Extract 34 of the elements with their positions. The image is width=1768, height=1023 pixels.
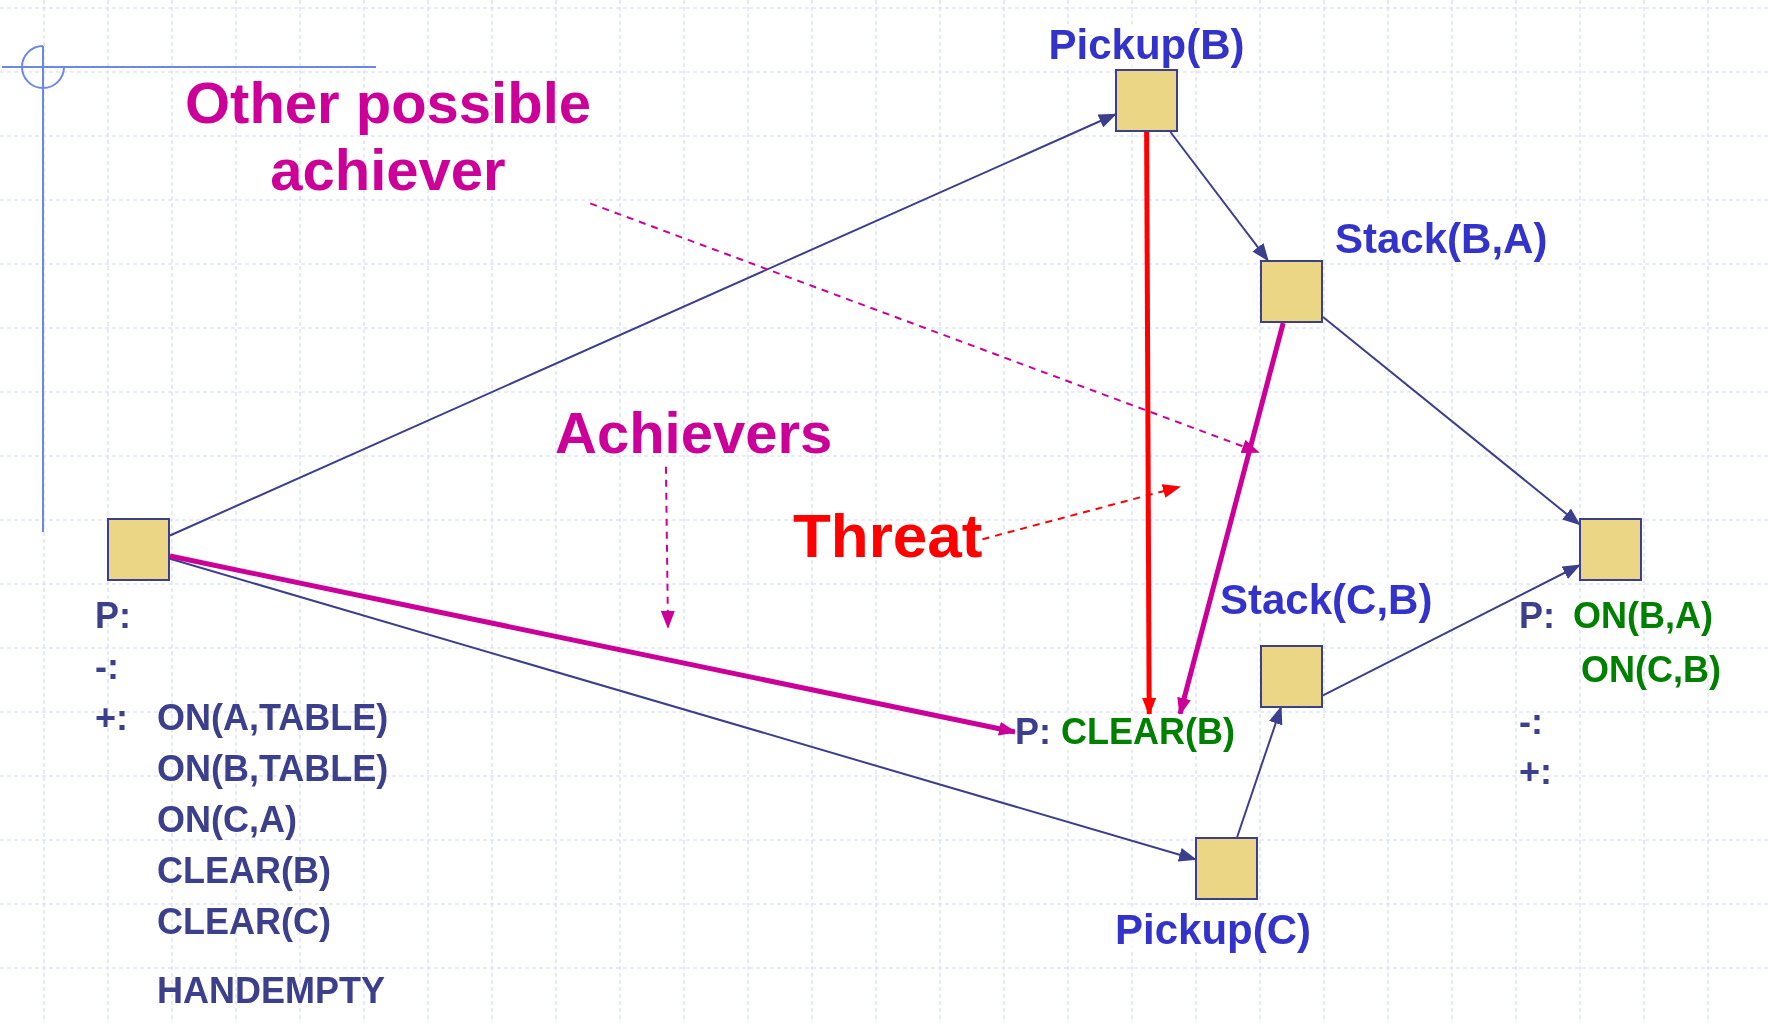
annotation-text: Achievers (555, 400, 833, 467)
condition-text: -: (1519, 704, 1543, 740)
condition-text: CLEAR(B) (157, 853, 331, 889)
arrow (1322, 316, 1581, 526)
condition-text: P: (1519, 598, 1555, 634)
condition-text: ON(C,B) (1581, 652, 1721, 688)
arrow (169, 557, 1197, 862)
arrow (1322, 564, 1581, 697)
condition-text: +: (1519, 754, 1552, 790)
arrow (1177, 322, 1286, 716)
arrow (169, 113, 1117, 537)
dashed-arrow (660, 465, 675, 629)
condition-text: +: (95, 700, 128, 736)
condition-text: ON(B,TABLE) (157, 751, 389, 787)
action-label: Pickup(B) (1048, 24, 1245, 66)
annotation-text: Threat (793, 500, 983, 572)
arrow (1236, 706, 1283, 838)
condition-text: ON(C,A) (157, 802, 297, 838)
annotation-text: Other possible achiever (183, 70, 593, 204)
arrow (169, 553, 1017, 736)
dashed-arrow (589, 202, 1260, 453)
arrow (1169, 131, 1269, 262)
action-label: Stack(C,B) (1220, 579, 1433, 621)
action-label: Pickup(C) (1115, 909, 1311, 951)
arrow (1142, 132, 1157, 716)
condition-text: CLEAR(C) (157, 904, 331, 940)
condition-text: -: (95, 649, 119, 685)
condition-text: CLEAR(B) (1061, 714, 1235, 750)
condition-text: HANDEMPTY (157, 973, 385, 1009)
action-label: Stack(B,A) (1335, 218, 1548, 260)
condition-text: ON(B,A) (1573, 598, 1713, 634)
condition-text: P: (95, 598, 131, 634)
condition-text: ON(A,TABLE) (157, 700, 389, 736)
dashed-arrow (981, 484, 1181, 541)
